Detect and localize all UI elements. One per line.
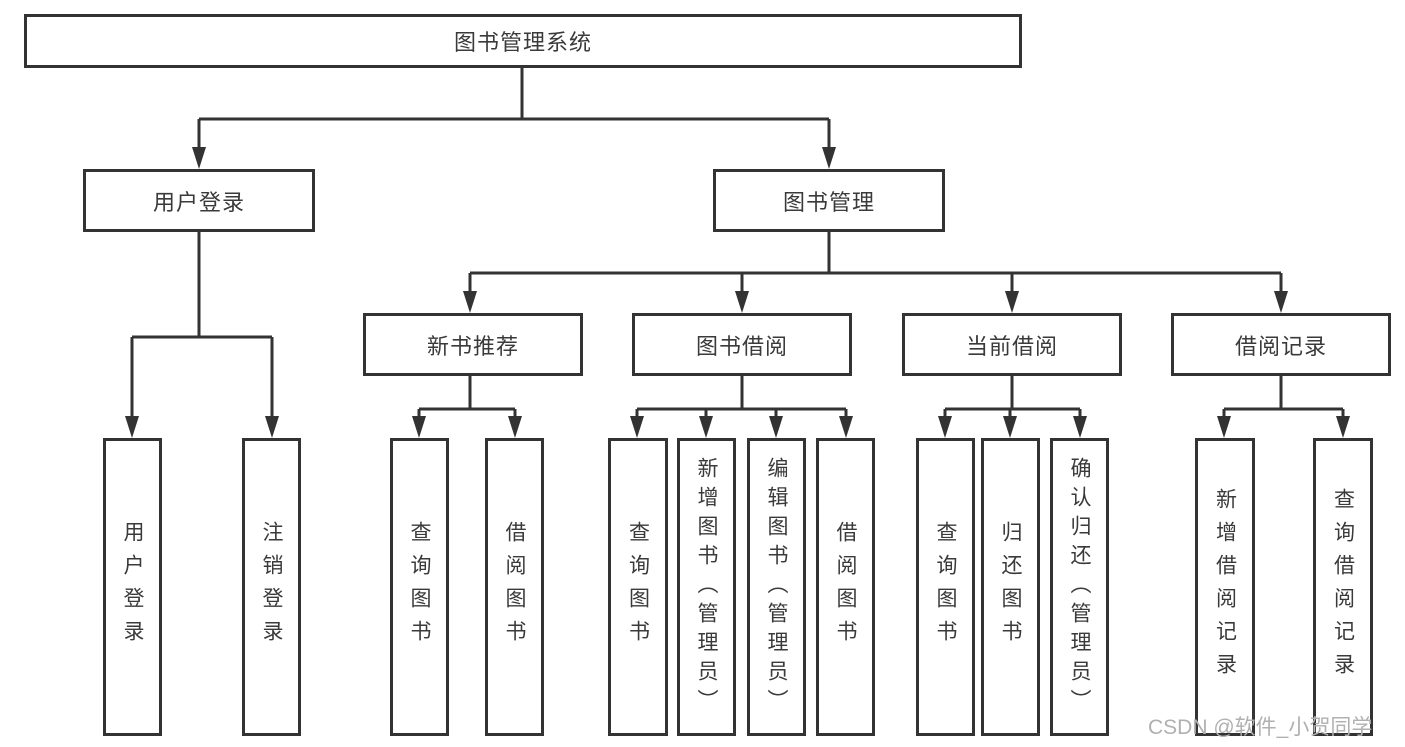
- leaf-user-login: 用户登录: [103, 438, 162, 736]
- arrowhead-icon: [769, 416, 783, 438]
- node-new-book-recommend: 新书推荐: [363, 313, 583, 376]
- arrowhead-icon: [699, 416, 713, 438]
- node-root: 图书管理系统: [24, 14, 1022, 68]
- node-current-borrow-label: 当前借阅: [965, 333, 1058, 359]
- leaf-borrow-query-books-label: 查询图书: [626, 521, 650, 653]
- leaf-current-return-books: 归还图书: [981, 438, 1040, 736]
- arrowhead-icon: [1005, 291, 1019, 313]
- leaf-records-add-borrow-record-label: 新增借阅记录: [1213, 488, 1237, 686]
- leaf-current-confirm-return-admin: 确认归还（管理员）: [1050, 438, 1109, 736]
- leaf-current-query-books: 查询图书: [916, 438, 975, 736]
- node-user-login: 用户登录: [83, 169, 315, 232]
- node-borrow-records: 借阅记录: [1171, 313, 1391, 376]
- leaf-current-confirm-return-admin-label: 确认归还（管理员）: [1068, 456, 1091, 718]
- arrowhead-icon: [938, 416, 952, 438]
- leaf-logout-login: 注销登录: [242, 438, 301, 736]
- leaf-newbook-borrow-books: 借阅图书: [485, 438, 544, 736]
- node-book-borrow: 图书借阅: [632, 313, 852, 376]
- leaf-newbook-query-books: 查询图书: [390, 438, 449, 736]
- node-new-book-recommend-label: 新书推荐: [426, 333, 519, 359]
- arrowhead-icon: [839, 416, 853, 438]
- arrowhead-icon: [1003, 416, 1017, 438]
- node-current-borrow: 当前借阅: [902, 313, 1122, 376]
- arrowhead-icon: [1274, 291, 1288, 313]
- node-book-management: 图书管理: [713, 169, 945, 232]
- leaf-user-login-label: 用户登录: [121, 521, 144, 653]
- arrowhead-icon: [412, 416, 426, 438]
- leaf-borrow-add-books-admin: 新增图书（管理员）: [677, 438, 736, 736]
- leaf-borrow-edit-books-admin-label: 编辑图书（管理员）: [765, 456, 788, 718]
- leaf-borrow-add-books-admin-label: 新增图书（管理员）: [695, 456, 718, 718]
- arrowhead-icon: [508, 416, 522, 438]
- arrowhead-icon: [265, 416, 279, 438]
- leaf-newbook-borrow-books-label: 借阅图书: [503, 521, 526, 653]
- node-borrow-records-label: 借阅记录: [1234, 333, 1327, 359]
- node-book-borrow-label: 图书借阅: [695, 333, 788, 359]
- arrowhead-icon: [125, 416, 139, 438]
- node-book-management-label: 图书管理: [782, 189, 875, 215]
- leaf-borrow-borrow-books-label: 借阅图书: [834, 521, 857, 653]
- node-user-login-label: 用户登录: [152, 189, 245, 215]
- leaf-records-query-borrow-record-label: 查询借阅记录: [1331, 488, 1355, 686]
- arrowhead-icon: [1217, 416, 1231, 438]
- leaf-borrow-borrow-books: 借阅图书: [816, 438, 875, 736]
- arrowhead-icon: [822, 147, 836, 169]
- arrowhead-icon: [735, 291, 749, 313]
- arrowhead-icon: [1336, 416, 1350, 438]
- arrowhead-icon: [630, 416, 644, 438]
- leaf-records-add-borrow-record: 新增借阅记录: [1195, 438, 1255, 736]
- arrowhead-icon: [1073, 416, 1087, 438]
- leaf-current-query-books-label: 查询图书: [934, 521, 957, 653]
- leaf-borrow-edit-books-admin: 编辑图书（管理员）: [747, 438, 806, 736]
- leaf-newbook-query-books-label: 查询图书: [408, 521, 431, 653]
- leaf-logout-login-label: 注销登录: [260, 521, 283, 653]
- arrowhead-icon: [192, 147, 206, 169]
- leaf-borrow-query-books: 查询图书: [608, 438, 668, 736]
- node-root-label: 图书管理系统: [453, 30, 592, 55]
- leaf-current-return-books-label: 归还图书: [999, 521, 1022, 653]
- arrowhead-icon: [463, 291, 477, 313]
- leaf-records-query-borrow-record: 查询借阅记录: [1313, 438, 1373, 736]
